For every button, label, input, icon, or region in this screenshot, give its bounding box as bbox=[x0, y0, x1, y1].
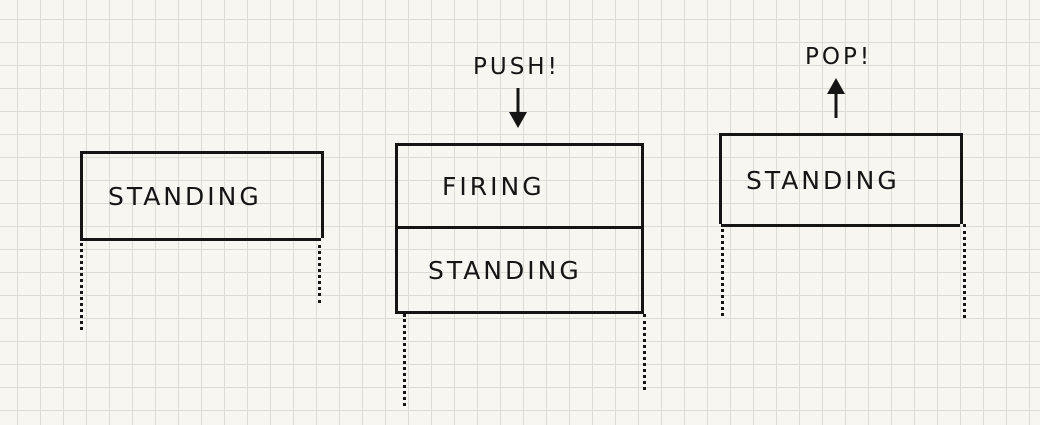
state-label: STANDING bbox=[108, 181, 262, 211]
stack-cell-second: STANDING bbox=[398, 229, 641, 314]
stack-frame: STANDING bbox=[80, 151, 324, 241]
stack-continuation-right bbox=[643, 314, 646, 390]
stack-cell-top: STANDING bbox=[722, 136, 960, 227]
state-label: STANDING bbox=[746, 165, 900, 195]
state-label: FIRING bbox=[442, 171, 545, 201]
stack-cell-top: FIRING bbox=[398, 146, 641, 229]
stack-continuation-left bbox=[721, 224, 724, 316]
push-label: PUSH! bbox=[473, 54, 560, 80]
stack-continuation-left bbox=[403, 314, 406, 406]
stack-frame: FIRING STANDING bbox=[395, 143, 644, 314]
arrow-down-icon bbox=[509, 88, 527, 128]
stack-continuation-right bbox=[963, 224, 966, 318]
arrow-up-icon bbox=[827, 78, 845, 118]
state-label: STANDING bbox=[428, 255, 582, 285]
stack-continuation-left bbox=[80, 238, 83, 330]
stack-continuation-right bbox=[318, 238, 321, 303]
pop-label: POP! bbox=[805, 44, 873, 70]
stack-cell-top: STANDING bbox=[83, 154, 321, 241]
stack-frame: STANDING bbox=[719, 133, 963, 227]
